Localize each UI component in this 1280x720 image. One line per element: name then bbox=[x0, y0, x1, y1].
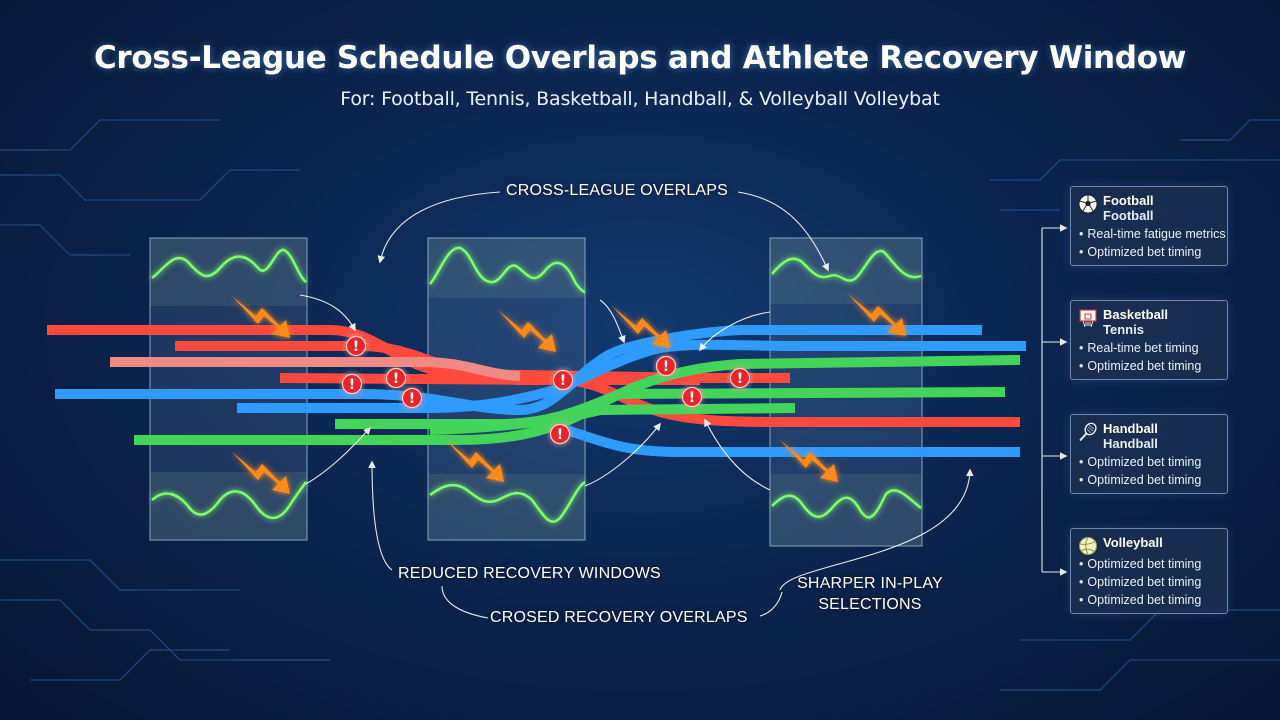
volleyball-icon bbox=[1079, 537, 1097, 555]
alert-icon: ! bbox=[385, 367, 407, 389]
callout-sharper-line2: SELECTIONS bbox=[818, 596, 922, 613]
alert-icon: ! bbox=[729, 367, 751, 389]
fatigue-arrow-4 bbox=[446, 440, 504, 482]
sport-card-basketball[interactable]: Basketball Tennis •Real-time bet timing … bbox=[1070, 300, 1228, 380]
alert-icon: ! bbox=[549, 423, 571, 445]
tennis-racket-icon bbox=[1079, 422, 1097, 442]
card-name: Handball bbox=[1103, 421, 1158, 436]
card-name: Football bbox=[1103, 193, 1154, 208]
svg-text:!: ! bbox=[560, 373, 566, 389]
card-connector bbox=[1041, 224, 1068, 576]
stream-blue-2 bbox=[237, 339, 1026, 413]
fatigue-arrow-5 bbox=[612, 306, 670, 348]
fatigue-arrow-7 bbox=[780, 440, 838, 482]
svg-text:!: ! bbox=[409, 391, 415, 407]
sport-card-handball[interactable]: Handball Handball •Optimized bet timing … bbox=[1070, 414, 1228, 494]
alert-markers: !!!!!!!!! bbox=[341, 335, 751, 445]
card-feature: •Real-time fatigue metrics bbox=[1079, 227, 1226, 241]
callout-reduced-recovery: REDUCED RECOVERY WINDOWS bbox=[398, 565, 661, 582]
wave-top-3 bbox=[771, 249, 922, 282]
card-sub: Handball bbox=[1103, 436, 1158, 451]
card-feature: •Optimized bet timing bbox=[1079, 245, 1202, 259]
fatigue-arrows bbox=[232, 294, 906, 494]
alert-icon: ! bbox=[345, 335, 367, 357]
soccer-ball-icon bbox=[1078, 194, 1098, 214]
basketball-hoop-icon bbox=[1079, 309, 1097, 328]
wave-bottom-2 bbox=[429, 480, 586, 523]
svg-text:!: ! bbox=[663, 359, 669, 375]
wave-bottom-1 bbox=[151, 481, 308, 520]
alert-icon: ! bbox=[341, 373, 363, 395]
page-subtitle: For: Football, Tennis, Basketball, Handb… bbox=[340, 88, 940, 110]
svg-text:!: ! bbox=[737, 371, 743, 387]
fatigue-arrow-1 bbox=[232, 296, 290, 338]
svg-text:!: ! bbox=[393, 371, 399, 387]
card-feature: •Optimized bet timing bbox=[1079, 455, 1202, 469]
svg-text:!: ! bbox=[557, 427, 563, 443]
svg-text:!: ! bbox=[353, 339, 359, 355]
stream-pink-1 bbox=[110, 357, 521, 381]
wave-top-2 bbox=[429, 246, 586, 294]
alert-icon: ! bbox=[552, 369, 574, 391]
stream-blue-3 bbox=[558, 423, 1020, 457]
card-feature: •Optimized bet timing bbox=[1079, 575, 1202, 589]
card-feature: •Optimized bet timing bbox=[1079, 593, 1202, 607]
svg-text:!: ! bbox=[689, 390, 695, 406]
card-name: Basketball bbox=[1103, 307, 1169, 322]
alert-icon: ! bbox=[401, 387, 423, 409]
card-feature: •Optimized bet timing bbox=[1079, 359, 1202, 373]
callout-sharper-line1: SHARPER IN-PLAY bbox=[797, 575, 943, 592]
card-sub: Football bbox=[1103, 208, 1154, 223]
fatigue-arrow-3 bbox=[498, 310, 556, 352]
wave-top-1 bbox=[151, 248, 307, 283]
leader-lines bbox=[299, 191, 974, 619]
sport-card-football[interactable]: Football Football •Real-time fatigue met… bbox=[1070, 186, 1228, 266]
card-sub: Tennis bbox=[1103, 322, 1144, 337]
card-feature: •Optimized bet timing bbox=[1079, 473, 1202, 487]
card-name: Volleyball bbox=[1103, 535, 1163, 550]
wave-bottom-3 bbox=[771, 489, 922, 519]
card-feature: •Real-time bet timing bbox=[1079, 341, 1199, 355]
sport-card-volleyball[interactable]: Volleyball •Optimized bet timing •Optimi… bbox=[1070, 528, 1228, 614]
alert-icon: ! bbox=[655, 355, 677, 377]
circuit-decoration bbox=[0, 119, 1280, 691]
callout-sharper-selections: SHARPER IN-PLAY SELECTIONS bbox=[795, 573, 945, 615]
stream-green-3 bbox=[429, 403, 796, 435]
fatigue-arrow-6 bbox=[848, 294, 906, 336]
page-title: Cross-League Schedule Overlaps and Athle… bbox=[93, 40, 1187, 76]
fatigue-arrow-2 bbox=[232, 452, 290, 494]
svg-text:!: ! bbox=[349, 377, 355, 393]
callout-cross-league-overlaps: CROSS-LEAGUE OVERLAPS bbox=[506, 182, 729, 199]
schedule-streams bbox=[47, 325, 1026, 457]
alert-icon: ! bbox=[681, 386, 703, 408]
callout-crosed-recovery: CROSED RECOVERY OVERLAPS bbox=[490, 609, 748, 626]
fatigue-waves bbox=[151, 246, 922, 523]
card-feature: •Optimized bet timing bbox=[1079, 557, 1202, 571]
